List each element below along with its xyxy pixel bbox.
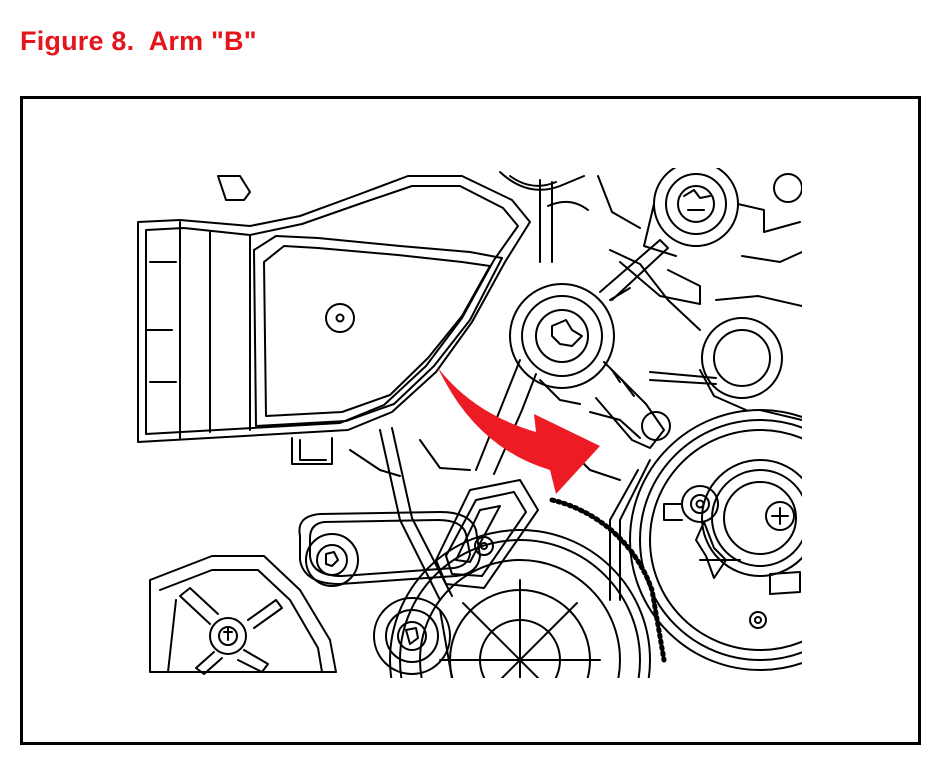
- upper-right-fitting: [619, 168, 802, 305]
- upper-left-housing: [137, 175, 531, 465]
- lower-left-arm: [298, 511, 481, 587]
- top-housing-bosses: [499, 171, 641, 263]
- red-curved-arrow-icon: [438, 368, 600, 494]
- lower-left-bracket: [149, 555, 337, 675]
- housing-bracing: [349, 411, 641, 601]
- figure-title: Figure 8. Arm "B": [20, 26, 257, 56]
- figure-frame: [20, 96, 921, 745]
- right-actuator-gear: [609, 409, 802, 671]
- right-housing-rim: [609, 249, 802, 421]
- arm-b-lever: [475, 239, 717, 475]
- central-gear: [373, 497, 667, 678]
